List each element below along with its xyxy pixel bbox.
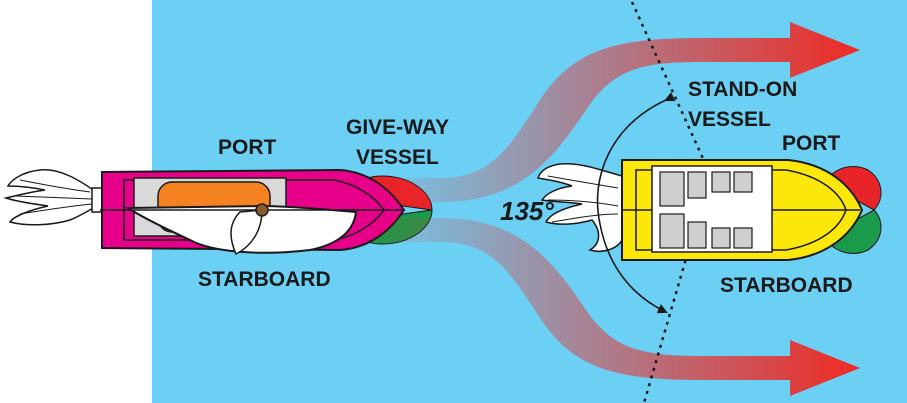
stand-on-port-light bbox=[831, 166, 882, 211]
stand-on-starboard-label: STARBOARD bbox=[720, 274, 853, 297]
course-arrow-lower bbox=[376, 218, 860, 396]
sector-dotted-line-lower bbox=[642, 244, 692, 403]
give-way-vessel-sailboat-icon bbox=[100, 168, 406, 256]
give-way-title-line1: GIVE-WAY bbox=[346, 116, 449, 139]
course-arrow-upper bbox=[376, 22, 860, 202]
stand-on-vessel-motorboat-icon bbox=[621, 159, 864, 261]
stand-on-title-line2: VESSEL bbox=[688, 108, 771, 131]
give-way-wake-icon bbox=[3, 169, 107, 226]
stand-on-starboard-light bbox=[831, 209, 882, 254]
sector-arc-135 bbox=[596, 92, 676, 314]
give-way-title-line2: VESSEL bbox=[356, 146, 439, 169]
give-way-port-label: PORT bbox=[218, 136, 277, 159]
give-way-starboard-label: STARBOARD bbox=[198, 268, 331, 291]
angle-label: 135° bbox=[500, 196, 554, 226]
sector-dotted-line bbox=[630, 1, 717, 186]
stand-on-port-label: PORT bbox=[782, 132, 841, 155]
stand-on-title-line1: STAND-ON bbox=[688, 78, 797, 101]
